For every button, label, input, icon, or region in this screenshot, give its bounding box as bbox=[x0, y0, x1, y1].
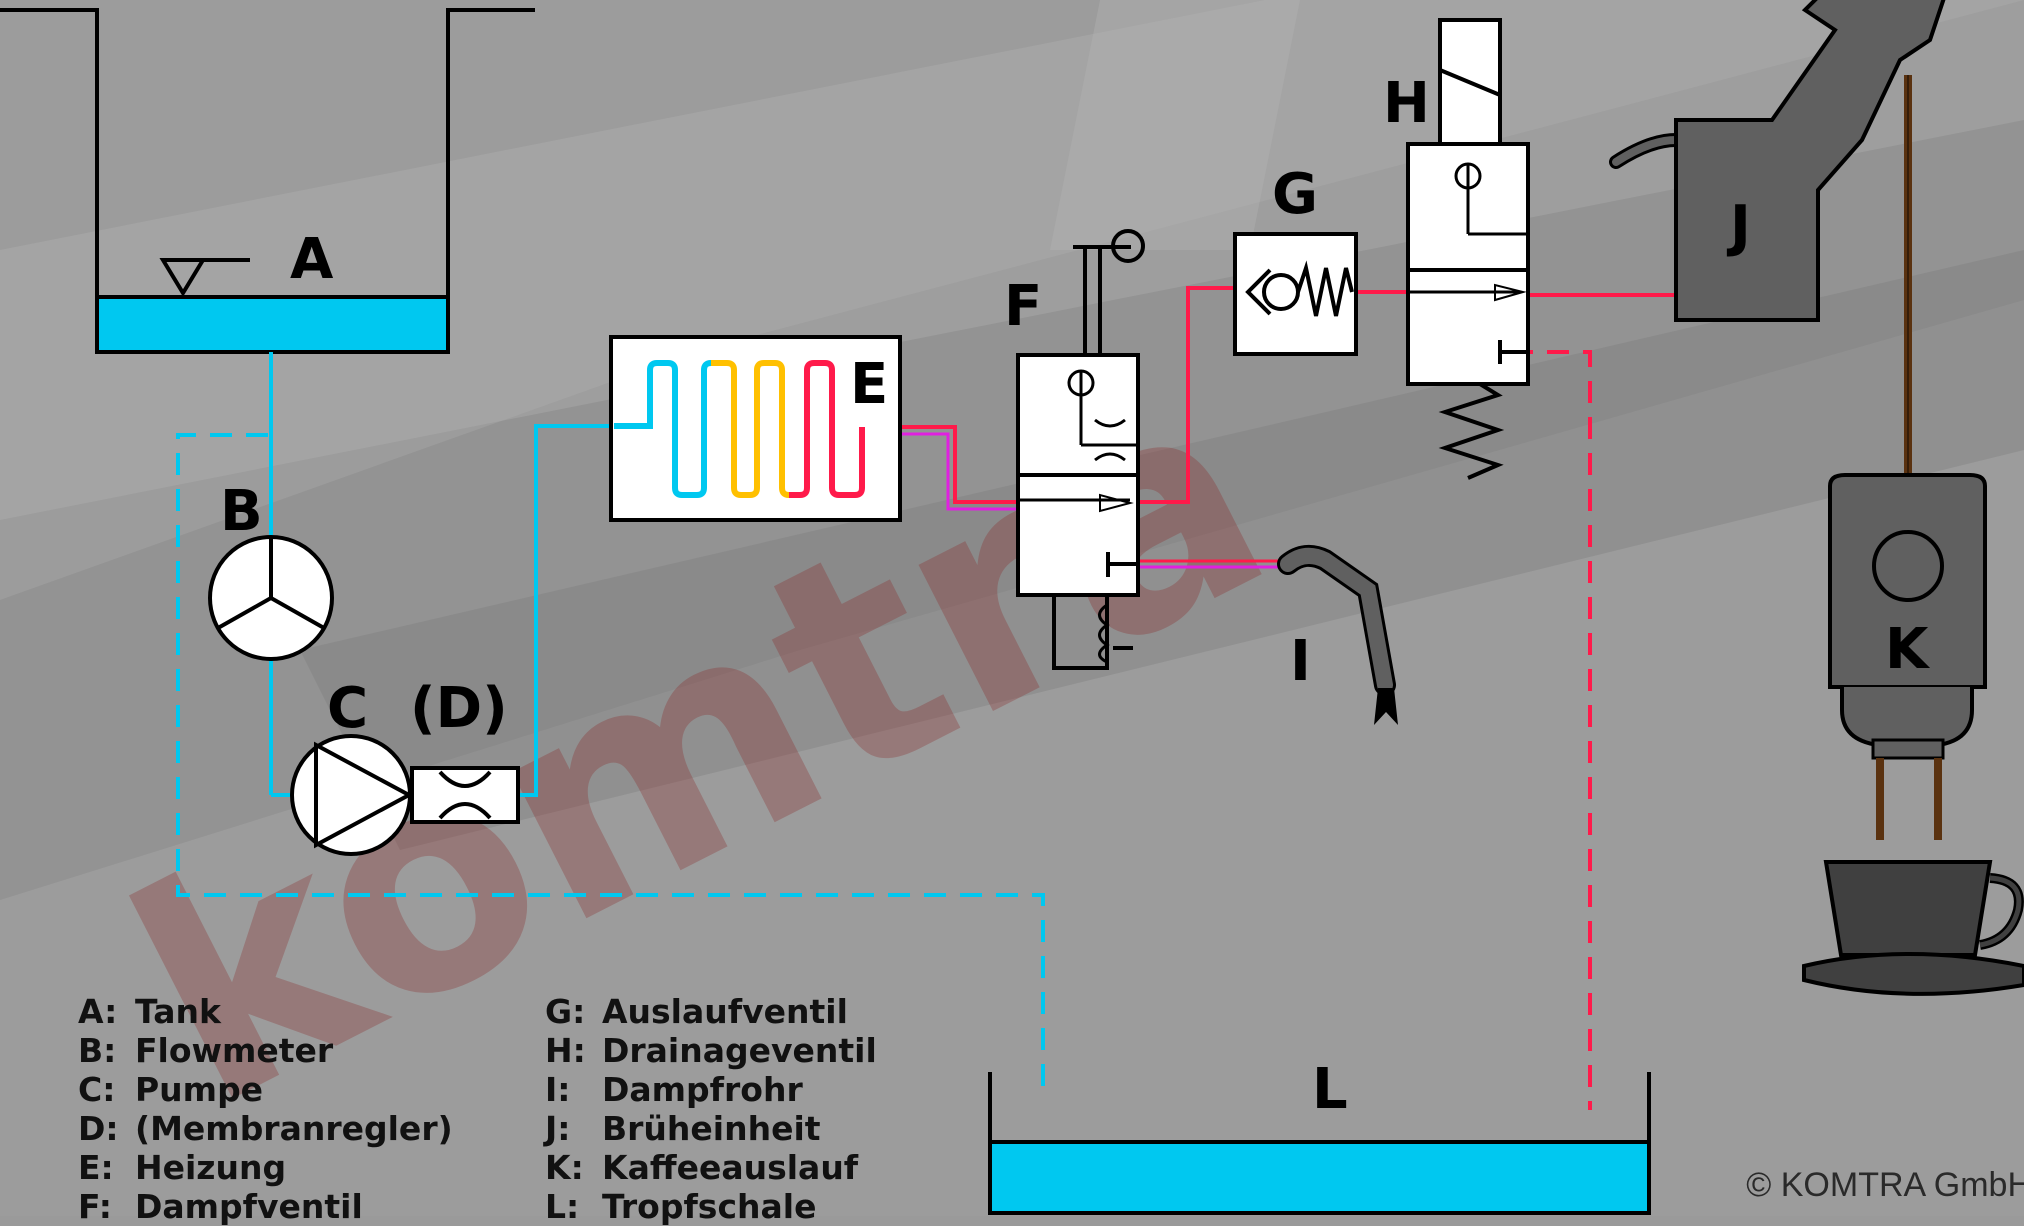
legend-text: Tropfschale bbox=[602, 1187, 817, 1226]
label-j: J bbox=[1726, 194, 1751, 259]
label-g: G bbox=[1272, 162, 1318, 227]
steam-valve bbox=[1016, 229, 1145, 670]
drip-tray-water bbox=[988, 1140, 1651, 1215]
component-labels: A B C (D) E F G H I J K L bbox=[220, 71, 1931, 1122]
label-c: C bbox=[327, 676, 368, 741]
legend-item: K: Kaffeeauslauf bbox=[545, 1148, 877, 1187]
steam-lines bbox=[862, 432, 1288, 569]
legend-text: Pumpe bbox=[135, 1070, 264, 1109]
label-f: F bbox=[1004, 274, 1042, 339]
legend-item: C: Pumpe bbox=[78, 1070, 453, 1109]
legend-key: G: bbox=[545, 992, 586, 1031]
legend-text: Dampfrohr bbox=[602, 1070, 803, 1109]
legend-item: D: (Membranregler) bbox=[78, 1109, 453, 1148]
legend-key: F: bbox=[78, 1187, 112, 1226]
water-level-icon bbox=[159, 258, 250, 297]
legend-item: F: Dampfventil bbox=[78, 1187, 453, 1226]
legend-item: H: Drainageventil bbox=[545, 1031, 877, 1070]
label-a: A bbox=[290, 227, 334, 292]
legend-text: (Membranregler) bbox=[135, 1109, 453, 1148]
legend-text: Brüheinheit bbox=[602, 1109, 821, 1148]
legend-text: Heizung bbox=[135, 1148, 287, 1187]
legend-item: G: Auslaufventil bbox=[545, 992, 877, 1031]
legend-item: A: Tank bbox=[78, 992, 453, 1031]
drip-tray bbox=[988, 1072, 1651, 1215]
coffee-cup-icon bbox=[1802, 860, 2024, 996]
legend-text: Flowmeter bbox=[135, 1031, 334, 1070]
coffee-outlet bbox=[1802, 75, 2024, 996]
legend-item: E: Heizung bbox=[78, 1148, 453, 1187]
drain-valve bbox=[1406, 18, 1530, 480]
heater bbox=[609, 335, 902, 522]
cold-water-lines bbox=[269, 352, 614, 797]
legend-key: J: bbox=[545, 1109, 571, 1148]
outlet-valve bbox=[1233, 232, 1358, 356]
legend-key: B: bbox=[78, 1031, 117, 1070]
legend-item: B: Flowmeter bbox=[78, 1031, 453, 1070]
steam-wand bbox=[1277, 544, 1398, 725]
legend-key: D: bbox=[78, 1109, 119, 1148]
label-b: B bbox=[220, 479, 263, 544]
return-lines bbox=[176, 350, 1592, 1110]
flowmeter bbox=[208, 535, 334, 661]
legend-key: L: bbox=[545, 1187, 580, 1226]
legend-text: Kaffeeauslauf bbox=[602, 1148, 859, 1187]
tank-water bbox=[95, 295, 450, 354]
legend-item: I: Dampfrohr bbox=[545, 1070, 877, 1109]
label-l: L bbox=[1312, 1057, 1348, 1122]
legend-right: G: Auslaufventil H: Drainageventil I: Dampf… bbox=[545, 992, 877, 1226]
legend-key: H: bbox=[545, 1031, 586, 1070]
label-d: (D) bbox=[410, 676, 508, 741]
legend-key: I: bbox=[545, 1070, 571, 1109]
legend-text: Dampfventil bbox=[135, 1187, 363, 1226]
hot-water-lines bbox=[862, 286, 1676, 504]
legend-key: E: bbox=[78, 1148, 114, 1187]
legend-left: A: Tank B: Flowmeter C: Pumpe D: (Membranreg… bbox=[78, 992, 453, 1226]
brew-unit bbox=[1609, 0, 1946, 322]
legend-item: J: Brüheinheit bbox=[545, 1109, 877, 1148]
label-h: H bbox=[1383, 71, 1430, 136]
legend-text: Drainageventil bbox=[602, 1031, 877, 1070]
label-k: K bbox=[1885, 617, 1931, 682]
label-e: E bbox=[850, 352, 888, 417]
legend-text: Auslaufventil bbox=[602, 992, 848, 1031]
legend-key: C: bbox=[78, 1070, 116, 1109]
pump-symbol bbox=[290, 734, 414, 856]
legend-item: L: Tropfschale bbox=[545, 1187, 877, 1226]
legend-text: Tank bbox=[135, 992, 221, 1031]
legend-key: K: bbox=[545, 1148, 584, 1187]
label-i: I bbox=[1290, 629, 1311, 694]
tank bbox=[0, 8, 535, 354]
copyright-notice: © KOMTRA GmbH bbox=[1746, 1166, 2024, 1204]
legend-key: A: bbox=[78, 992, 118, 1031]
membrane-regulator bbox=[410, 766, 520, 824]
